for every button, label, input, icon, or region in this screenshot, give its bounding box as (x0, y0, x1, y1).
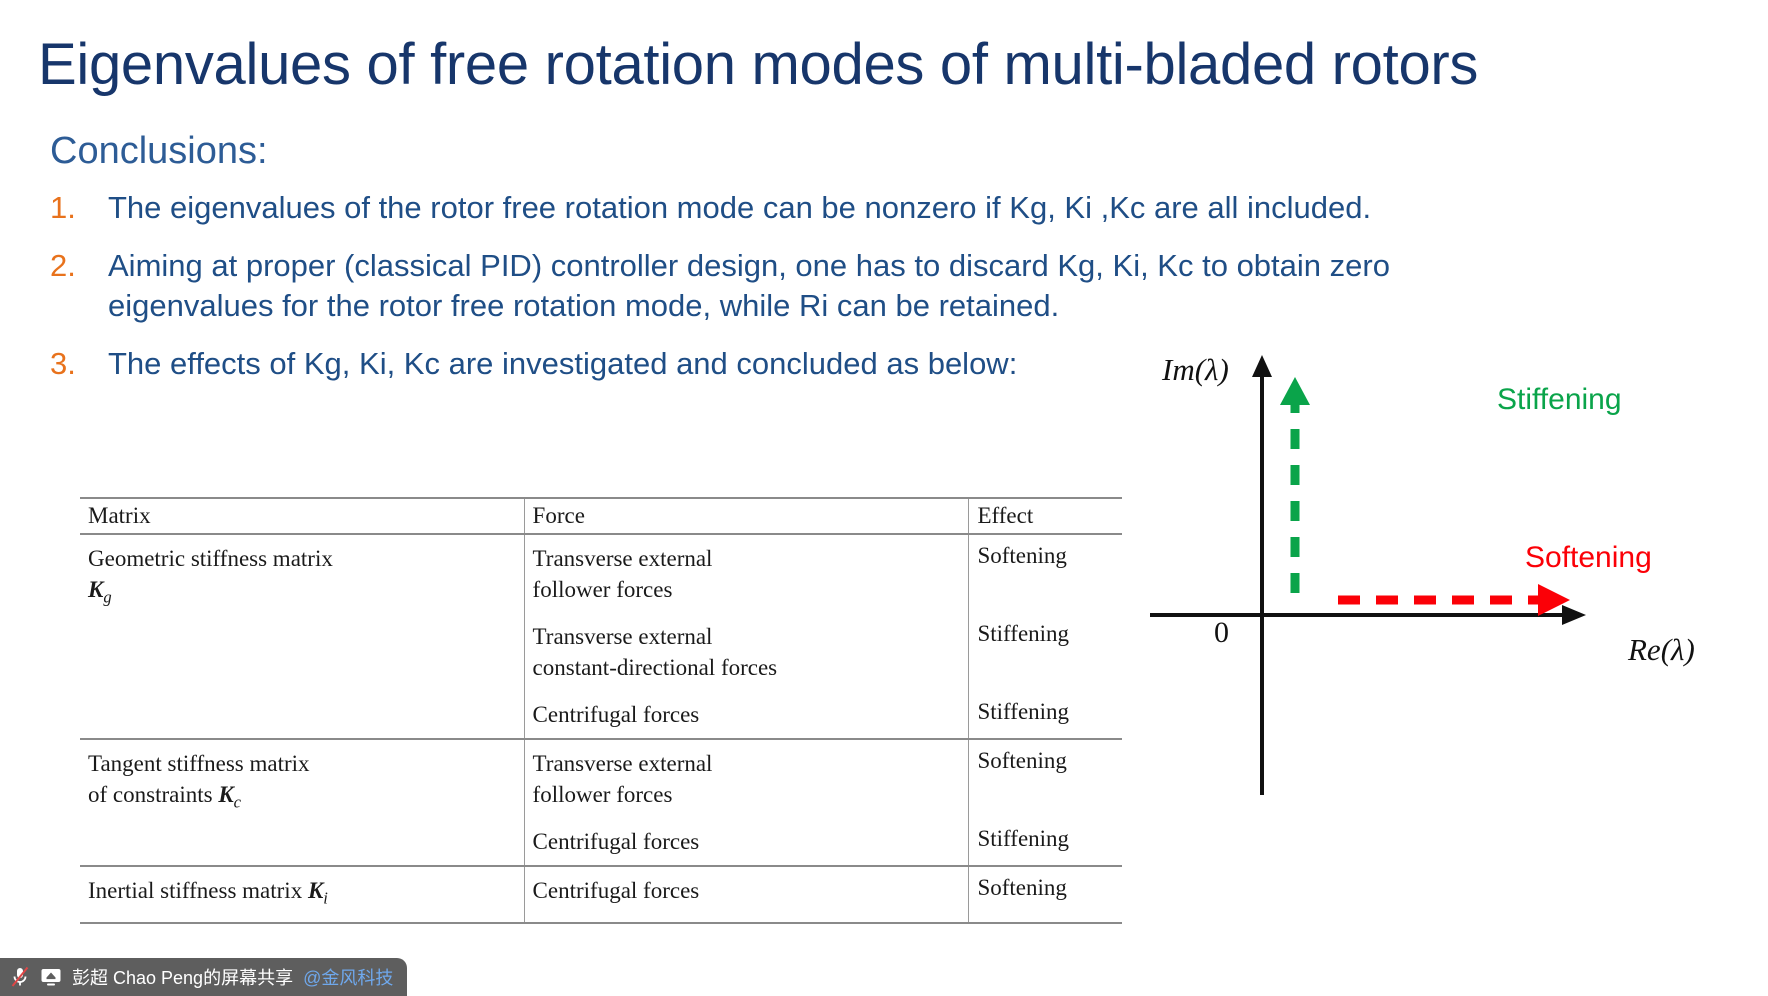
table-cell-effect: Stiffening (968, 691, 1122, 739)
origin-label: 0 (1214, 616, 1229, 649)
force-line: follower forces (532, 782, 673, 807)
table-header-effect: Effect (968, 497, 1122, 534)
table-cell-effect: Softening (968, 533, 1122, 613)
matrix-symbol: Kg (88, 577, 112, 607)
force-line: Transverse external (532, 624, 713, 649)
force-line: Centrifugal forces (532, 829, 700, 854)
stiffening-label: Stiffening (1497, 383, 1622, 416)
table-cell-force: Transverse external follower forces (523, 533, 969, 613)
list-item-number: 1. (50, 190, 76, 225)
table-cell-effect: Stiffening (968, 818, 1122, 866)
list-item: 2. Aiming at proper (classical PID) cont… (50, 246, 1500, 326)
force-line: Transverse external (532, 751, 713, 776)
force-line: Centrifugal forces (532, 878, 700, 903)
matrix-name-cont: of constraints Kc (88, 782, 242, 812)
table-cell-effect: Softening (968, 738, 1122, 818)
imaginary-axis-label: Im(λ) (1162, 352, 1229, 387)
screen-share-icon[interactable] (40, 967, 62, 987)
table-cell-effect: Softening (968, 865, 1122, 924)
share-org-text: @金风科技 (303, 968, 394, 988)
conclusions-heading: Conclusions: (50, 130, 268, 172)
imaginary-axis-arrowhead (1252, 355, 1272, 377)
list-item: 3. The effects of Kg, Ki, Kc are investi… (50, 344, 1500, 384)
table-cell-force: Centrifugal forces (523, 691, 969, 739)
table-row: Tangent stiffness matrix of constraints … (80, 738, 1122, 866)
table-cell-matrix: Tangent stiffness matrix of constraints … (80, 738, 525, 866)
table-cell-force: Centrifugal forces (523, 865, 969, 924)
list-item: 1. The eigenvalues of the rotor free rot… (50, 188, 1500, 228)
complex-plane-diagram (1150, 355, 1630, 815)
complex-plane-svg (1150, 355, 1586, 795)
softening-arrowhead-icon (1538, 584, 1570, 616)
table-row: Centrifugal forces Stiffening (80, 691, 1122, 739)
list-item-text: Aiming at proper (classical PID) control… (108, 248, 1390, 323)
stiffening-arrowhead-icon (1280, 377, 1310, 405)
table-row: Centrifugal forces Stiffening (80, 818, 1122, 866)
table-cell-force: Centrifugal forces (523, 818, 969, 866)
screen-share-bar[interactable]: 彭超 Chao Peng的屏幕共享 @金风科技 (0, 958, 408, 996)
conclusions-list: 1. The eigenvalues of the rotor free rot… (50, 188, 1500, 402)
microphone-muted-icon[interactable] (10, 966, 30, 988)
table-row: Inertial stiffness matrix Ki Centrifugal… (80, 865, 1122, 924)
force-line: follower forces (532, 577, 673, 602)
matrix-name: Inertial stiffness matrix Ki (88, 878, 328, 908)
real-axis-arrowhead (1562, 605, 1586, 625)
table-cell-effect: Stiffening (968, 613, 1122, 691)
share-owner-text: 彭超 Chao Peng的屏幕共享 (72, 968, 294, 988)
softening-label: Softening (1525, 541, 1652, 574)
table-cell-force: Transverse external constant-directional… (523, 613, 969, 691)
table-cell-matrix: Inertial stiffness matrix Ki (80, 865, 525, 924)
table-header-force: Force (523, 497, 969, 534)
list-item-text: The eigenvalues of the rotor free rotati… (108, 190, 1372, 225)
table-cell-force: Transverse external follower forces (523, 738, 969, 818)
page-title: Eigenvalues of free rotation modes of mu… (38, 32, 1479, 97)
force-line: Centrifugal forces (532, 702, 700, 727)
matrix-name: Geometric stiffness matrix (88, 546, 333, 571)
list-item-number: 2. (50, 248, 76, 283)
force-line: constant-directional forces (532, 655, 778, 680)
force-line: Transverse external (532, 546, 713, 571)
table-row: Transverse external constant-directional… (80, 613, 1122, 691)
table-row: Geometric stiffness matrix Kg Transverse… (80, 533, 1122, 739)
table-header-row: Matrix Force Effect (80, 497, 1122, 534)
table-cell-matrix: Geometric stiffness matrix Kg (80, 533, 525, 739)
list-item-number: 3. (50, 346, 76, 381)
real-axis-label: Re(λ) (1628, 632, 1695, 667)
effects-table: Matrix Force Effect Geometric stiffness … (80, 497, 1122, 924)
matrix-name: Tangent stiffness matrix (88, 751, 310, 776)
table-header-matrix: Matrix (80, 497, 525, 534)
list-item-text: The effects of Kg, Ki, Kc are investigat… (108, 346, 1018, 381)
